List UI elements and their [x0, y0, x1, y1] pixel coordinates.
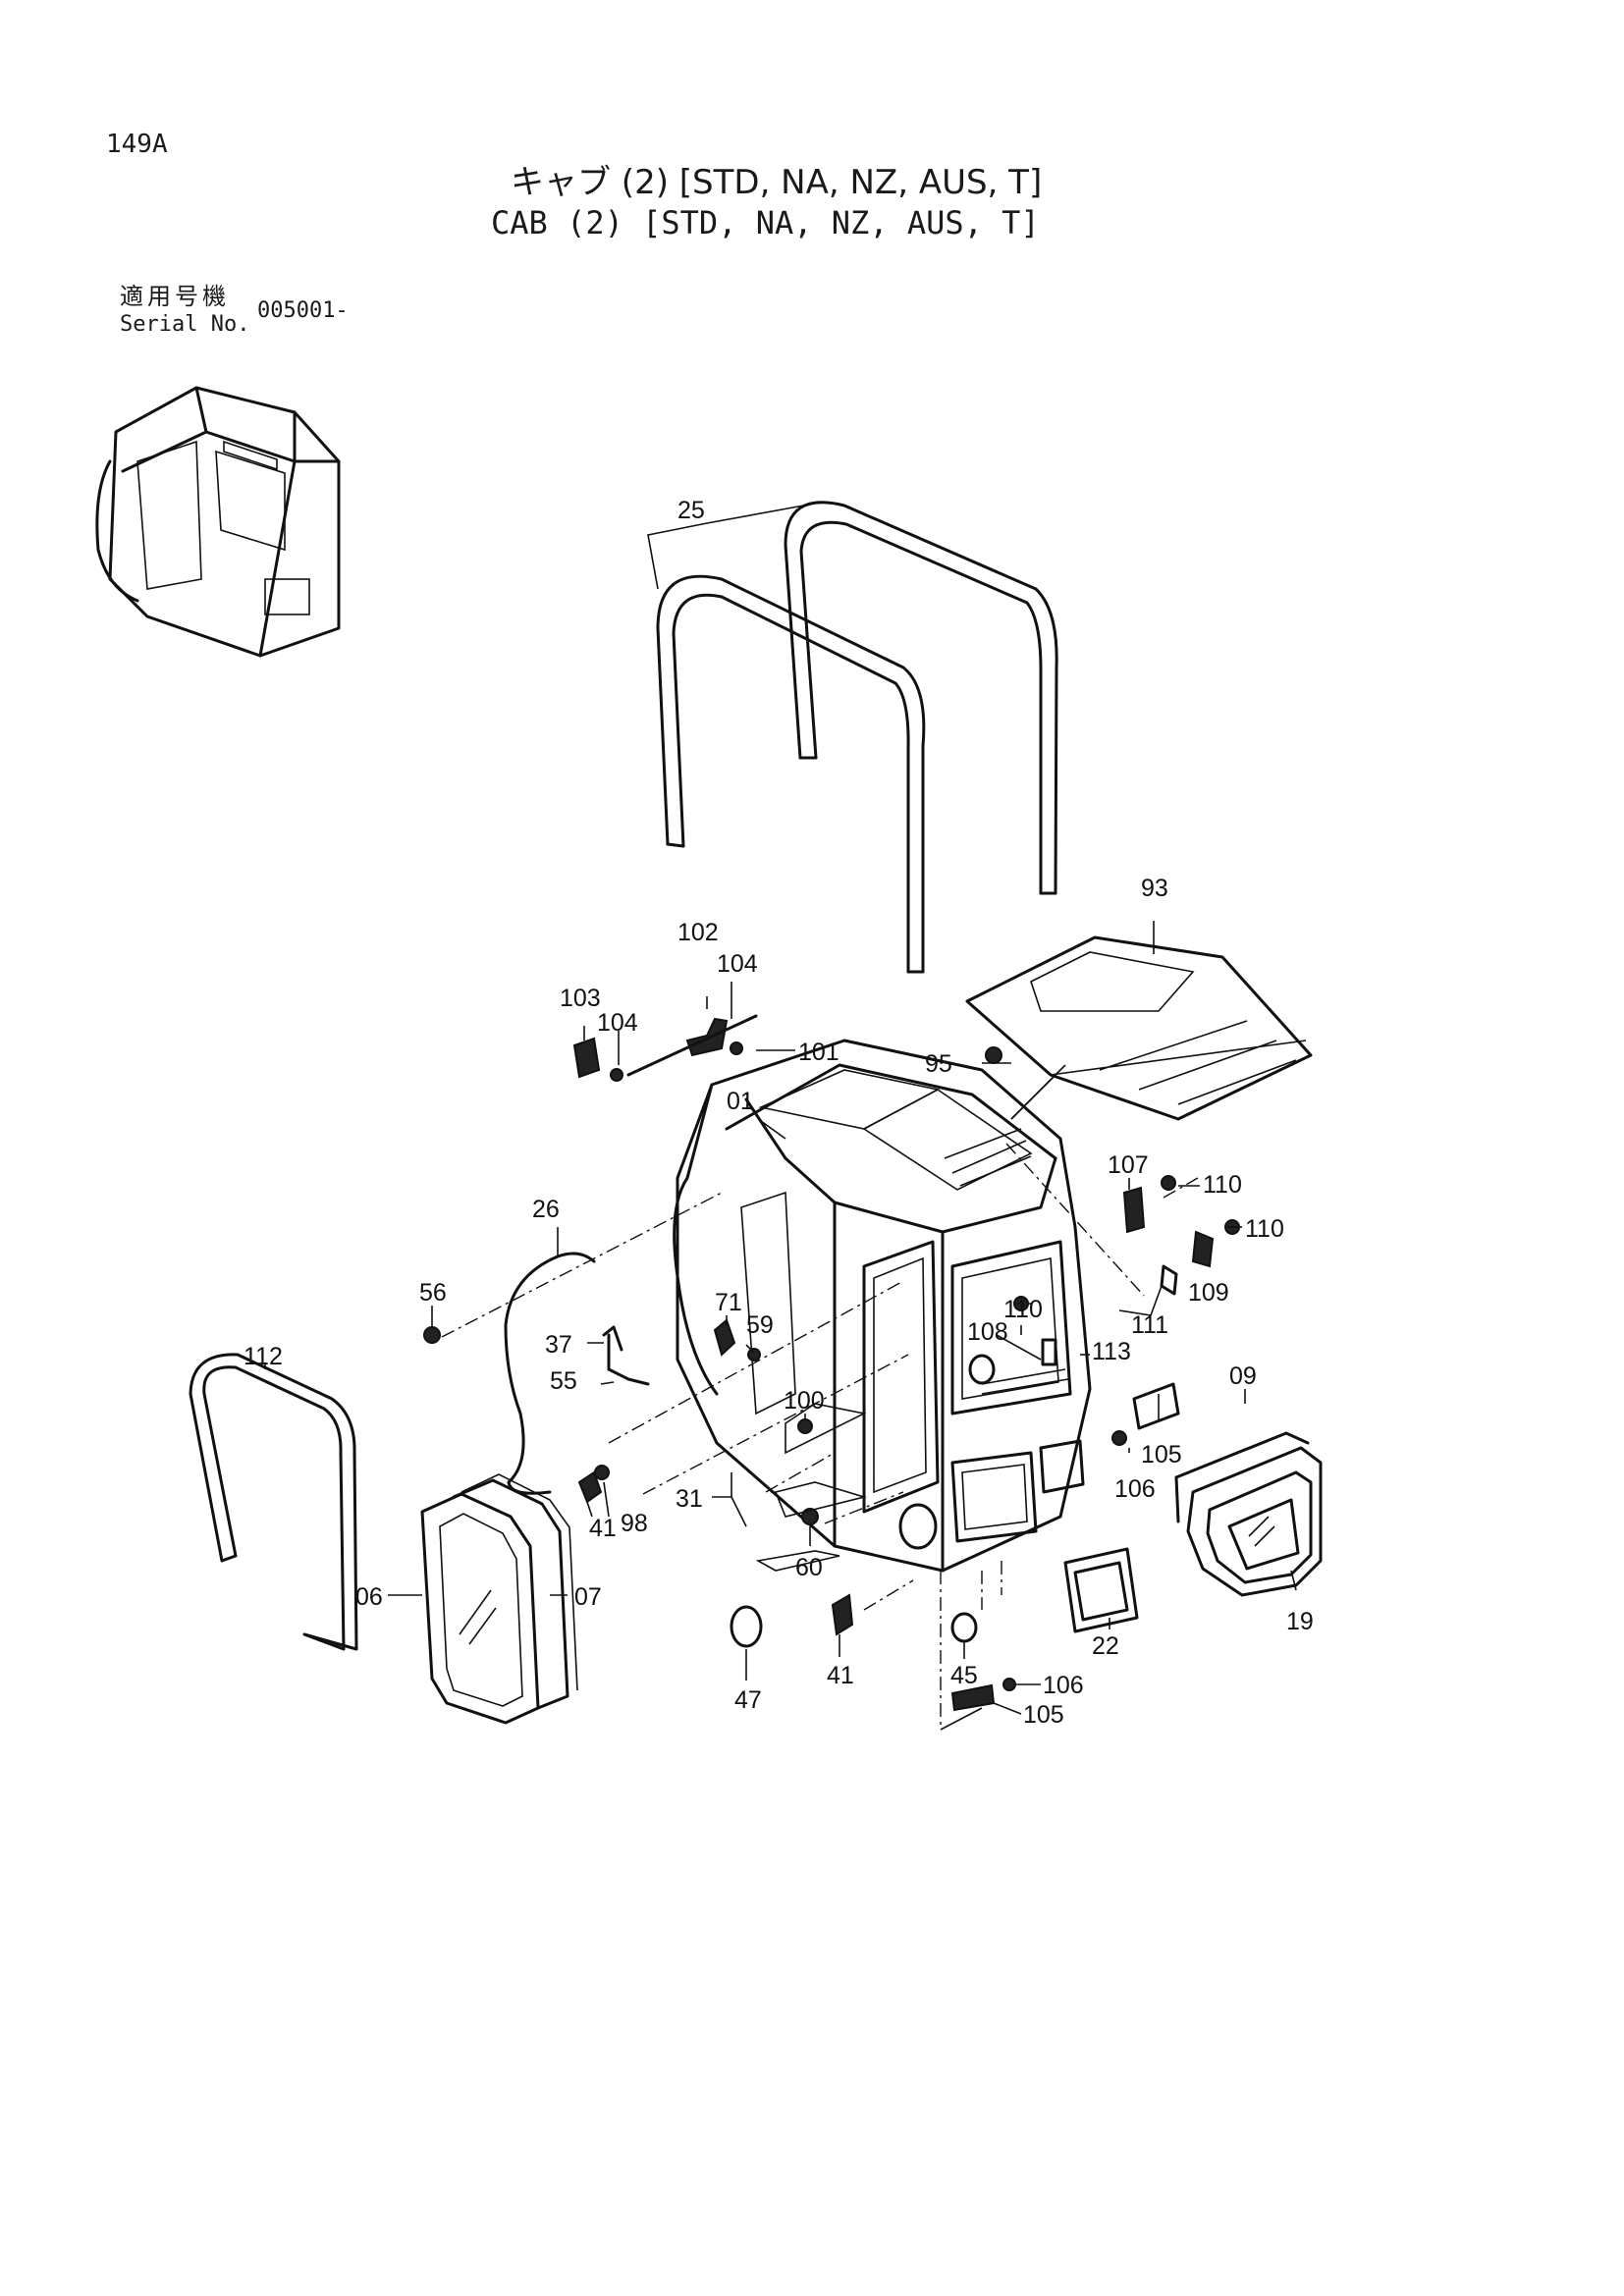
callout-107: 107 — [1108, 1151, 1149, 1179]
callout-95: 95 — [925, 1050, 952, 1078]
callout-106-mid: 106 — [1114, 1475, 1156, 1503]
callout-56: 56 — [419, 1279, 447, 1307]
callout-45: 45 — [950, 1662, 978, 1689]
thumbnail-cab-illustration — [95, 386, 341, 658]
callout-41-bottom: 41 — [827, 1662, 854, 1689]
title-english: CAB (2) [STD, NA, NZ, AUS, T] — [491, 204, 1040, 241]
callout-09: 09 — [1229, 1362, 1257, 1390]
serial-number-value: 005001- — [257, 298, 349, 323]
callout-105-mid: 105 — [1141, 1441, 1182, 1468]
callout-93: 93 — [1141, 875, 1168, 902]
serial-label-japanese: 適用号機 — [120, 283, 230, 310]
callout-59: 59 — [746, 1311, 774, 1339]
callout-25: 25 — [677, 497, 705, 524]
callout-111: 111 — [1131, 1311, 1168, 1339]
callout-105-bottom: 105 — [1023, 1701, 1064, 1729]
part-25-seal — [656, 501, 1058, 974]
part-22-gasket — [1063, 1547, 1139, 1633]
callout-41-left: 41 — [589, 1515, 617, 1542]
part-01-cab-frame — [673, 1039, 1092, 1573]
serial-label-english: Serial No. — [120, 312, 250, 337]
callout-110-top: 110 — [1203, 1171, 1242, 1199]
callout-109: 109 — [1188, 1279, 1229, 1307]
callout-108: 108 — [967, 1318, 1008, 1346]
callout-98: 98 — [621, 1510, 648, 1537]
assembly-lines — [441, 1143, 1199, 1728]
callout-102: 102 — [677, 919, 719, 946]
callout-31: 31 — [676, 1485, 703, 1513]
callout-01: 01 — [727, 1088, 754, 1115]
callout-47: 47 — [734, 1686, 762, 1714]
callout-71: 71 — [715, 1289, 742, 1316]
callout-106-bottom: 106 — [1043, 1672, 1084, 1699]
callout-06: 06 — [355, 1583, 383, 1611]
callout-55: 55 — [550, 1367, 577, 1395]
callout-112: 112 — [244, 1343, 283, 1370]
callout-22: 22 — [1092, 1632, 1119, 1660]
hardware-parts — [423, 1014, 1240, 1712]
part-09-19-rear-window — [1174, 1431, 1323, 1597]
callout-101: 101 — [798, 1039, 839, 1066]
callout-labels: 25 93 102 104 103 104 101 95 01 107 110 … — [244, 497, 1314, 1729]
callout-110-mid: 110 — [1003, 1296, 1043, 1323]
callout-07: 07 — [574, 1583, 602, 1611]
title-japanese: キャブ (2) [STD, NA, NZ, AUS, T] — [511, 163, 1043, 202]
callout-113: 113 — [1092, 1338, 1131, 1365]
callout-60: 60 — [795, 1554, 823, 1581]
callout-37: 37 — [545, 1331, 572, 1359]
callout-104-lower: 104 — [597, 1009, 638, 1037]
callout-26: 26 — [532, 1196, 560, 1223]
callout-100: 100 — [784, 1387, 825, 1415]
callout-104-upper: 104 — [717, 950, 758, 978]
leader-lines — [264, 502, 1297, 1731]
callout-110-right: 110 — [1245, 1215, 1284, 1243]
part-06-07-side-windows — [420, 1473, 578, 1725]
page-number: 149A — [106, 130, 168, 159]
part-112-seal — [189, 1353, 358, 1651]
callout-19: 19 — [1286, 1608, 1314, 1635]
part-93-roof-panel — [965, 921, 1313, 1121]
callout-103: 103 — [560, 985, 601, 1012]
